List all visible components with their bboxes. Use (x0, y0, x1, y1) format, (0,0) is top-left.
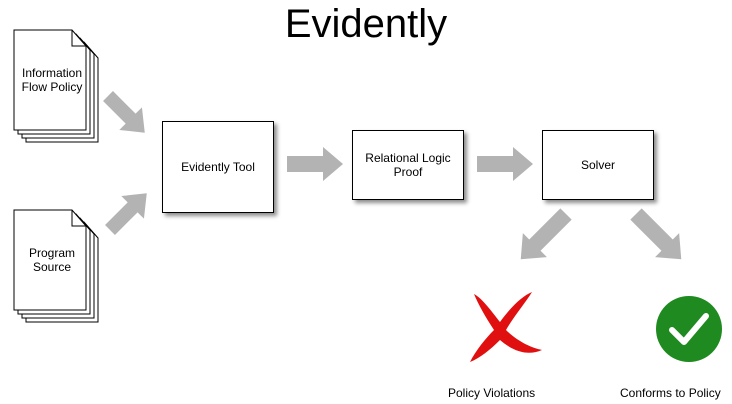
proof-label-line1: Relational Logic (365, 151, 451, 165)
proof-label-line2: Proof (393, 165, 423, 179)
arrow-source-to-tool (105, 193, 147, 235)
evidently-tool-box: Evidently Tool (162, 121, 274, 213)
evidently-tool-label: Evidently Tool (181, 160, 255, 174)
solver-label: Solver (580, 158, 615, 172)
program-source-document: Program Source (13, 209, 106, 326)
diagram-title: Evidently (284, 2, 448, 46)
arrow-tool-to-proof (287, 147, 343, 181)
policy-label-line1: Information (21, 66, 83, 80)
green-checkmark-icon (656, 296, 722, 362)
source-label-line1: Program (28, 246, 75, 260)
arrow-solver-to-violations (520, 208, 572, 260)
solver-box: Solver (542, 130, 654, 200)
information-flow-policy-document: Information Flow Policy (13, 29, 106, 146)
relational-logic-proof-box: Relational Logic Proof (352, 130, 464, 200)
source-label-line2: Source (32, 260, 72, 274)
document-stack-icon (13, 209, 99, 323)
policy-label-line2: Flow Policy (21, 80, 83, 94)
arrow-proof-to-solver (477, 147, 533, 181)
arrow-solver-to-conforms (630, 208, 682, 260)
arrow-policy-to-tool (103, 91, 145, 133)
policy-violations-label: Policy Violations (448, 386, 536, 400)
red-x-icon (470, 292, 542, 362)
conforms-to-policy-label: Conforms to Policy (620, 386, 721, 400)
document-stack-icon (13, 29, 99, 143)
